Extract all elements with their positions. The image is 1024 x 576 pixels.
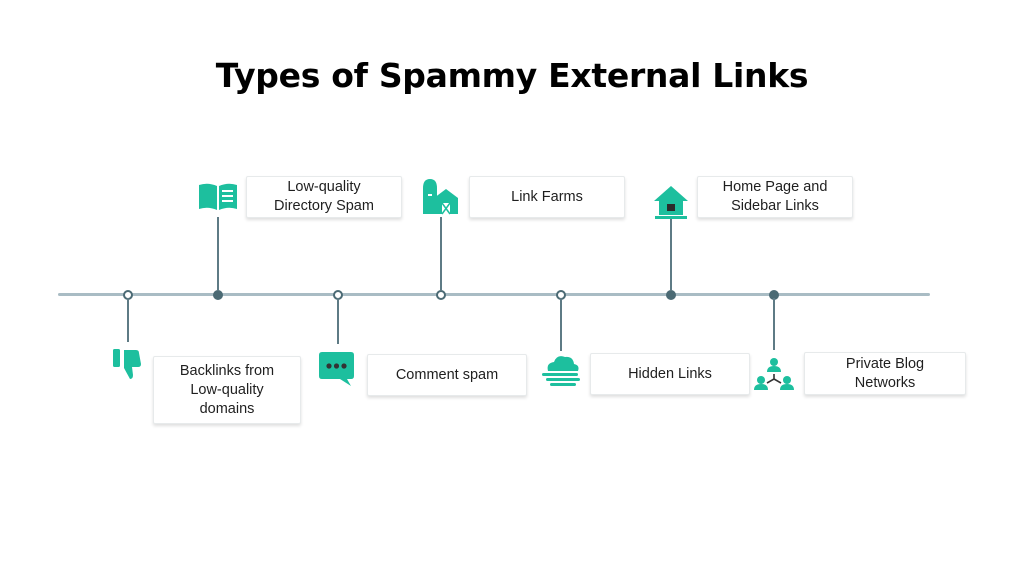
card-hidden-links: Hidden Links	[590, 353, 750, 395]
thumbs-down-icon	[110, 346, 144, 382]
connector-5	[560, 298, 562, 351]
network-people-icon	[752, 356, 796, 396]
connector-1	[127, 298, 129, 342]
card-comment-spam: Comment spam	[367, 354, 527, 396]
card-private-blog-networks: Private Blog Networks	[804, 352, 966, 395]
timeline-axis	[58, 293, 930, 296]
timeline-node-2	[213, 290, 223, 300]
connector-7	[773, 298, 775, 350]
connector-3	[337, 298, 339, 344]
card-home-sidebar-links: Home Page and Sidebar Links	[697, 176, 853, 218]
connector-6	[670, 219, 672, 290]
connector-4	[440, 217, 442, 290]
chat-bubble-icon	[318, 350, 356, 388]
card-backlinks-low-quality: Backlinks from Low-quality domains	[153, 356, 301, 424]
diagram-title: Types of Spammy External Links	[215, 56, 809, 95]
fog-cloud-icon	[540, 351, 582, 389]
card-link-farms: Link Farms	[469, 176, 625, 218]
timeline-node-4	[436, 290, 446, 300]
farm-barn-icon	[420, 176, 460, 216]
connector-2	[217, 217, 219, 290]
book-icon	[197, 181, 239, 213]
card-directory-spam: Low-quality Directory Spam	[246, 176, 402, 218]
timeline-node-6	[666, 290, 676, 300]
house-icon	[652, 184, 690, 220]
